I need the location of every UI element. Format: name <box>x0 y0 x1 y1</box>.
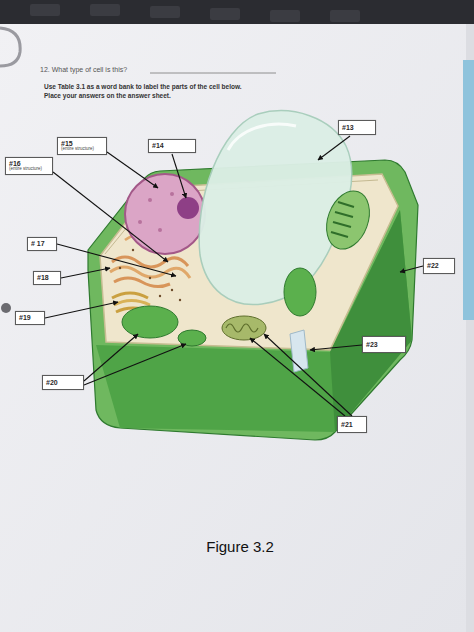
leader-lines <box>45 136 423 416</box>
endoplasmic-reticulum-part <box>114 278 170 287</box>
leader-lines-part <box>264 334 352 416</box>
callout-number: #16 <box>9 160 21 168</box>
callout-note: (entire structure) <box>9 167 42 172</box>
background-part <box>463 60 474 320</box>
chloroplasts-part <box>122 306 178 338</box>
leader-lines-part <box>318 136 350 160</box>
callout-number: #22 <box>427 262 439 270</box>
label-box: #23 <box>362 336 406 353</box>
ribosomes-part <box>119 267 121 269</box>
leader-lines-part <box>310 345 362 350</box>
callout-number: #13 <box>342 124 354 132</box>
leader-lines-part <box>172 154 186 198</box>
callout-note: (entire structure) <box>61 147 94 152</box>
chloroplasts-part <box>178 330 206 346</box>
instruction-text: Use Table 3.1 as a word bank to label th… <box>44 83 242 90</box>
leader-lines-part <box>250 338 345 416</box>
instruction-text: Place your answers on the answer sheet. <box>44 92 171 99</box>
callout-number: #18 <box>37 274 49 282</box>
golgi-apparatus-part <box>114 301 150 306</box>
callout-number: # 17 <box>31 240 45 248</box>
background-part <box>150 6 180 18</box>
nucleus-part <box>148 198 152 202</box>
callout-number: #21 <box>341 421 353 429</box>
callout-number: #23 <box>366 341 378 349</box>
background-part <box>90 4 120 16</box>
leader-lines-part <box>53 172 168 262</box>
nucleus <box>125 174 205 254</box>
ribosomes-part <box>159 295 161 297</box>
callout-number: #19 <box>19 314 31 322</box>
leader-lines-part <box>45 302 118 318</box>
ribosomes-part <box>171 289 173 291</box>
background-part <box>150 73 276 74</box>
background-part <box>30 4 60 16</box>
mitochondria <box>222 316 266 340</box>
central-vacuole-part <box>228 124 296 150</box>
label-box: #20 <box>42 375 84 390</box>
ribosomes-part <box>132 249 134 251</box>
background-part <box>1 303 11 313</box>
leader-lines-part <box>107 152 158 188</box>
chloroplasts <box>122 185 377 346</box>
background-part <box>0 22 466 632</box>
background-part <box>210 8 240 20</box>
ribosomes-part <box>179 299 181 301</box>
leader-lines-part <box>57 244 176 276</box>
label-box: #19 <box>15 311 45 325</box>
plasma-membrane-window-part <box>290 330 308 372</box>
label-box: #15(entire structure) <box>57 137 107 155</box>
background-part <box>0 28 20 66</box>
mitochondria-part <box>226 324 258 332</box>
callout-number: #15 <box>61 140 73 148</box>
background-part <box>270 10 300 22</box>
label-box: #16(entire structure) <box>5 157 53 175</box>
central-vacuole-part <box>199 111 352 305</box>
figure-caption: Figure 3.2 <box>140 538 340 555</box>
label-box: #21 <box>337 416 367 433</box>
mitochondria-part <box>222 316 266 340</box>
label-box: #14 <box>148 139 196 153</box>
leader-lines-part <box>84 344 186 385</box>
background-part <box>0 0 474 24</box>
label-box: #13 <box>338 120 376 135</box>
nucleus-part <box>138 220 142 224</box>
callout-number: #20 <box>46 379 58 387</box>
leader-lines-part <box>400 266 423 272</box>
label-box: #18 <box>33 271 61 285</box>
plasma-membrane-window <box>290 330 308 372</box>
nucleus-part <box>177 197 199 219</box>
central-vacuole <box>199 111 352 305</box>
chloroplasts-part <box>331 202 354 237</box>
chloroplasts-part <box>319 185 377 255</box>
callout-number: #14 <box>152 142 164 150</box>
nucleus-part <box>170 192 174 196</box>
question-text: 12. What type of cell is this? <box>40 66 127 73</box>
nucleus-part <box>158 228 162 232</box>
background-part <box>330 10 360 22</box>
label-box: #22 <box>423 258 455 274</box>
chloroplasts-part <box>284 268 316 316</box>
label-box: # 17 <box>27 237 57 251</box>
ribosomes-part <box>149 277 151 279</box>
nucleus-part <box>125 174 205 254</box>
leader-lines-part <box>61 268 110 278</box>
golgi-apparatus-part <box>112 293 148 298</box>
